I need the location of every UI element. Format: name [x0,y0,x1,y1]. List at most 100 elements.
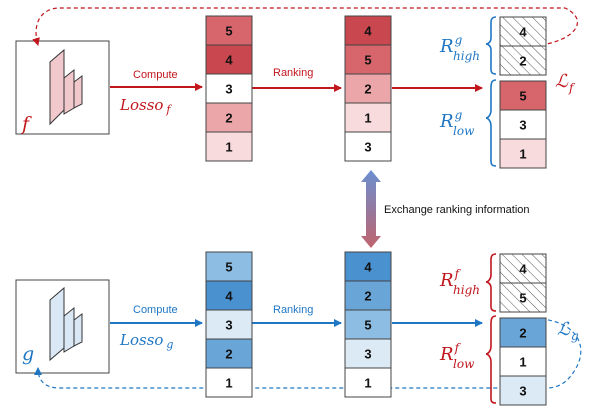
bottom-loss-cell: 3 [205,309,253,340]
top-loss-script-symbol: ℒ [555,71,569,92]
top-ranking-label: Ranking [273,67,313,79]
bottom-selection-cell-box [499,375,547,406]
top-ranked-cell-value: 3 [364,140,371,155]
top-compute-label: Compute [133,69,178,81]
top-selection-cell: 2 [499,45,547,76]
bottom-loss-script-sub: g [571,329,579,343]
bottom-loss-cell-box [205,251,253,282]
bottom-r-low-letter: R [439,344,454,365]
bottom-ranked-cell: 2 [344,280,392,311]
top-loss-cell-value: 3 [225,82,232,97]
top-selection-cell-value: 1 [519,147,526,162]
bottom-selection-cell: 5 [499,282,547,313]
bottom-loss-cell-value: 2 [225,347,232,362]
bottom-loss-main: Losso [119,331,163,349]
bottom-loss-cell-value: 3 [225,318,232,333]
top-loss-cell-box [205,15,253,46]
top-network-icon [49,48,83,126]
top-ranked-cell-box [344,102,392,133]
top-selection-column: 4 2 5 3 1 [499,16,547,169]
top-selection-cell: 5 [499,80,547,111]
bottom-loss-cell-box [205,280,253,311]
exchange-double-arrow [361,170,381,248]
top-loss-script-sub: f [568,81,576,95]
top-selection-cell-box [499,45,547,76]
bottom-ranked-cell-value: 3 [364,347,371,362]
bottom-ranked-cell-box [344,338,392,369]
top-ranked-cell: 3 [344,131,392,162]
top-ranked-cell: 4 [344,15,392,46]
bottom-loss-cell-value: 1 [225,376,232,391]
top-r-high-sup: g [455,33,463,47]
bottom-selection-cell-value: 4 [519,262,527,277]
bottom-selection-cell: 4 [499,253,547,284]
bottom-ranked-column: 4 25 3 1 [344,251,392,398]
top-selection-cell: 4 [499,16,547,47]
top-loss-cell: 2 [205,102,253,133]
bottom-loss-cell: 1 [205,367,253,398]
bottom-loss-sub: g [166,338,173,351]
top-loss-cell-value: 1 [225,140,232,155]
bottom-r-low: Rf low [439,341,475,371]
bottom-loss-cell: 2 [205,338,253,369]
top-loss-cell-value: 4 [225,53,233,68]
top-ranked-cell-value: 4 [364,24,372,39]
top-loss-cell: 1 [205,131,253,162]
bottom-r-low-sub: low [453,357,475,371]
bottom-selection-cell-box [499,317,547,348]
bottom-loss-script-symbol: ℒ [557,319,571,340]
bottom-ranked-cell-box [344,367,392,398]
bottom-selection-cell: 1 [499,346,547,377]
bottom-selection-cell-box [499,346,547,377]
bottom-r-low-sup: f [454,341,462,355]
top-selection-cell-box [499,16,547,47]
top-ranked-cell: 2 [344,73,392,104]
top-ranked-cell-box [344,73,392,104]
top-ranked-cell-value: 1 [364,111,371,126]
bottom-ranked-cell-value: 4 [364,260,372,275]
top-ranked-cell-value: 2 [364,82,371,97]
top-selection-cell-box [499,138,547,169]
bottom-model-label: g [22,343,34,365]
bottom-ranked-cell: 1 [344,367,392,398]
top-ranked-cell-box [344,131,392,162]
bottom-loss-cell-value: 4 [225,289,233,304]
top-high-brace [485,16,497,75]
bottom-feedback-loop [34,318,582,389]
bottom-network-icon [49,286,83,362]
top-loss-cell: 3 [205,73,253,104]
top-selection-cell-box [499,80,547,111]
bottom-ranked-cell-box [344,309,392,340]
top-loss-cell: 4 [205,44,253,75]
top-model-box: f [15,40,110,135]
bottom-selection-cell-value: 3 [519,384,526,399]
bottom-loss-column: 5 4 3 2 1 [205,251,253,398]
bottom-loss-cell-box [205,309,253,340]
top-loss-cell-value: 5 [225,24,232,39]
bottom-model-box: g [15,279,110,374]
top-selection-cell-value: 4 [519,25,527,40]
top-r-high-sub: high [453,49,480,63]
bottom-loss-cell-value: 5 [225,260,232,275]
bottom-ranked-cell-value: 1 [364,376,371,391]
bottom-loss-cell: 5 [205,251,253,282]
bottom-selection-cell-box [499,253,547,284]
top-selection-cell-value: 3 [519,118,526,133]
bottom-r-high-letter: R [439,270,454,291]
bottom-low-brace [485,315,497,404]
top-loss-main: Losso [119,96,163,114]
top-model-label: f [20,113,32,135]
top-selection-cell-box [499,109,547,140]
top-selection-cell: 1 [499,138,547,169]
top-r-low-sub: low [453,124,475,138]
bottom-loss-script: ℒg [557,319,579,343]
bottom-ranked-cell: 5 [344,309,392,340]
top-loss-cell-box [205,102,253,133]
bottom-loss-cell-box [205,338,253,369]
bottom-r-high-sub: high [453,283,480,297]
bottom-selection-cell: 3 [499,375,547,406]
